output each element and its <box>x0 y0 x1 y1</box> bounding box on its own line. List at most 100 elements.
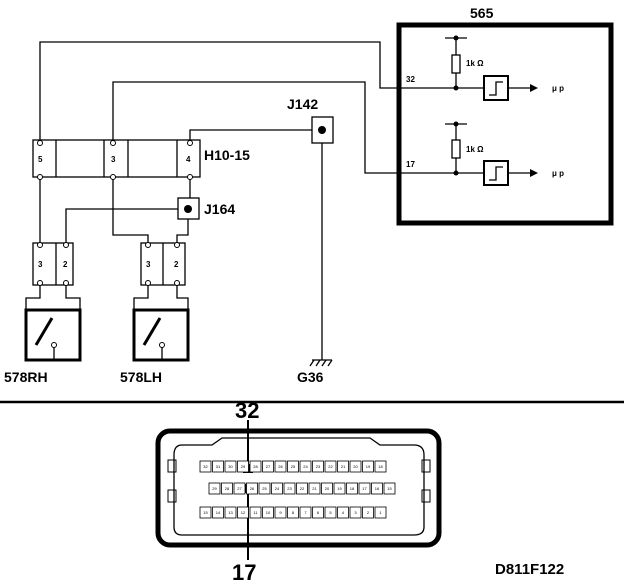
rh-pin-2-label: 2 <box>63 260 68 269</box>
connector-pin-cell <box>262 506 274 519</box>
connector-pin-cell <box>358 482 371 495</box>
connector-pin-cell <box>212 460 224 473</box>
connector-pin-label: 22 <box>328 464 333 469</box>
connector-pin-label: 20 <box>353 464 358 469</box>
connector-pin-cell <box>208 482 221 495</box>
wire-j142 <box>189 129 312 143</box>
module-pin-17-label: 17 <box>406 160 415 169</box>
connector-pin-label: 2 <box>367 510 370 515</box>
connector-pin-label: 9 <box>279 510 282 515</box>
ecu-connector-outline <box>155 428 442 548</box>
connector-pin-cell <box>374 506 387 519</box>
connector-pin-cell <box>337 460 349 473</box>
connector-pin-label: 1 <box>379 510 382 515</box>
connector-pin-label: 21 <box>312 486 317 491</box>
connector-pin-cell <box>299 460 312 473</box>
connector-pin-label: 29 <box>241 464 246 469</box>
connector-pin-label: 15 <box>387 486 392 491</box>
connector-pin-cell <box>324 460 337 473</box>
switch-lh <box>132 308 190 362</box>
connector-pin-cell <box>362 506 374 519</box>
connector-pin-cell <box>237 460 249 473</box>
connector-pin-label: 24 <box>303 464 308 469</box>
connector-pin-cell <box>299 506 312 519</box>
j164-label: J164 <box>204 201 235 217</box>
h-pin-3-label: 3 <box>111 155 116 164</box>
connector-pin-cell <box>224 460 237 473</box>
connector-pin-cell <box>383 482 396 495</box>
connector-pin-cell <box>233 482 246 495</box>
switch-rh <box>24 308 82 362</box>
connector-pin-label: 17 <box>362 486 367 491</box>
connector-pin-label: 5 <box>329 510 332 515</box>
connector-pin-label: 28 <box>225 486 230 491</box>
connector-pin-label: 14 <box>216 510 221 515</box>
connector-pin-label: 11 <box>253 510 258 515</box>
connector-pin-label: 19 <box>337 486 342 491</box>
connector-pin-label: 24 <box>275 486 280 491</box>
connector-pin-cell <box>199 506 212 519</box>
h10-15-connector <box>32 139 201 178</box>
connector-pin-cell <box>337 506 349 519</box>
connector-pin-cell <box>324 506 337 519</box>
connector-pin-label: 23 <box>316 464 321 469</box>
lh-pin-2-label: 2 <box>174 260 179 269</box>
connector-pin-cell <box>374 460 387 473</box>
connector-pin-label: 26 <box>250 486 255 491</box>
connector-pin-cell <box>237 506 249 519</box>
connector-pin-label: 22 <box>300 486 305 491</box>
lh-pin-3-label: 3 <box>146 260 151 269</box>
connector-pin-label: 10 <box>266 510 271 515</box>
connector-pin-cell <box>346 482 358 495</box>
h-pin-4-label: 4 <box>186 155 191 164</box>
connector-pin-cell <box>321 482 333 495</box>
figure-code: D811F122 <box>495 561 564 578</box>
connector-pin-label: 30 <box>228 464 233 469</box>
connector-pin-label: 32 <box>203 464 208 469</box>
resistor-bottom <box>451 139 461 159</box>
connector-pin-cell <box>333 482 346 495</box>
connector-pin-label: 7 <box>304 510 307 515</box>
resistor-top <box>451 54 461 74</box>
j142-box <box>311 116 334 144</box>
h10-15-label: H10-15 <box>204 147 250 163</box>
j142-node <box>318 126 326 134</box>
connector-pin-label: 28 <box>253 464 258 469</box>
callout-17: 17 <box>232 560 256 585</box>
callout-32: 32 <box>235 398 259 423</box>
module-565-label: 565 <box>470 5 494 21</box>
mu-p-bottom-label: μ p <box>552 169 564 178</box>
connector-pin-cell <box>262 460 274 473</box>
wire-pin32 <box>39 41 459 143</box>
connector-pin-cell <box>246 482 258 495</box>
mu-p-top-label: μ p <box>552 84 564 93</box>
connector-pin-label: 27 <box>266 464 271 469</box>
connector-pin-label: 23 <box>287 486 292 491</box>
connector-pin-cell <box>274 506 287 519</box>
connector-pin-label: 19 <box>366 464 371 469</box>
connector-pin-label: 6 <box>317 510 320 515</box>
connector-pin-label: 18 <box>350 486 355 491</box>
connector-pin-label: 16 <box>375 486 380 491</box>
connector-pin-cell <box>224 506 237 519</box>
connector-pin-cell <box>349 506 362 519</box>
connector-pin-cell <box>349 460 362 473</box>
switch-rh-label: 578RH <box>4 369 48 385</box>
connector-pin-label: 26 <box>278 464 283 469</box>
connector-pin-cell <box>296 482 308 495</box>
connector-pin-label: 20 <box>325 486 330 491</box>
connector-pin-cell <box>287 460 299 473</box>
rh-pin-3-label: 3 <box>38 260 43 269</box>
rh-connector <box>32 242 74 286</box>
connector-pin-label: 21 <box>341 464 346 469</box>
resistor-bottom-label: 1k Ω <box>466 145 484 154</box>
connector-pin-label: 15 <box>203 510 208 515</box>
connector-pin-label: 12 <box>241 510 246 515</box>
connector-pin-cell <box>271 482 283 495</box>
connector-pin-cell <box>249 506 262 519</box>
module-565-box <box>396 22 614 226</box>
connector-pin-label: 13 <box>228 510 233 515</box>
connector-pin-cell <box>371 482 383 495</box>
